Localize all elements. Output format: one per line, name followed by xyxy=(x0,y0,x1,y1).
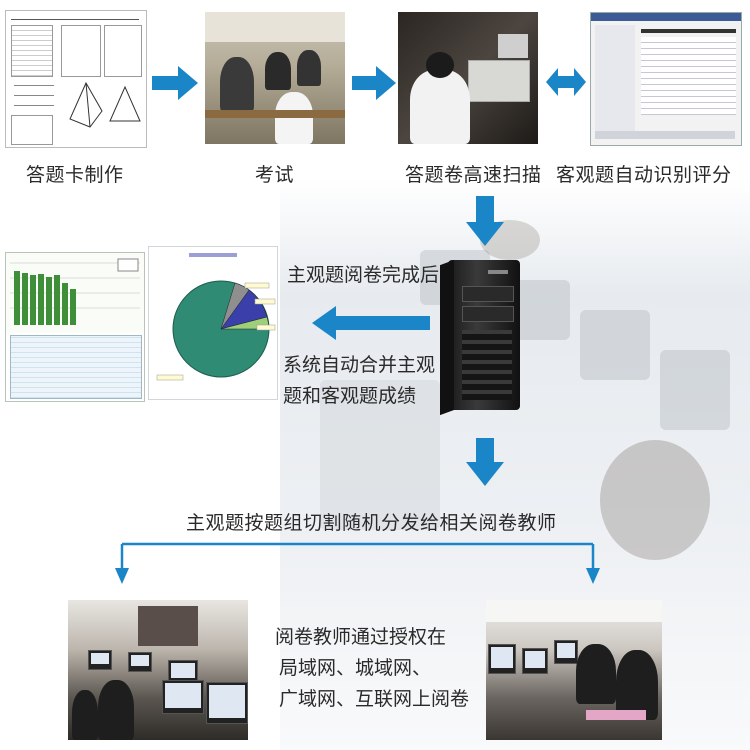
arrow-right-icon xyxy=(352,66,396,100)
monitor xyxy=(206,682,248,724)
student-figure xyxy=(265,52,291,90)
merge-caption-line3: 题和客观题成绩 xyxy=(283,385,417,407)
arrow-down-icon xyxy=(115,568,129,584)
operator-head xyxy=(426,52,454,78)
operator-figure xyxy=(410,70,470,144)
drive-bay xyxy=(462,286,514,302)
geometry-figure xyxy=(109,85,141,122)
monitor xyxy=(128,652,152,672)
desk xyxy=(205,110,345,118)
chart-legend xyxy=(117,258,139,272)
grading-lab-photo-right xyxy=(486,600,662,740)
desk-item xyxy=(586,710,646,720)
monitor xyxy=(498,34,528,58)
sidebar xyxy=(595,25,635,137)
monitor xyxy=(554,640,578,664)
merge-caption-line1: 主观题阅卷完成后 xyxy=(287,264,440,286)
monitor xyxy=(88,650,112,670)
step-label-exam: 考试 xyxy=(255,164,295,186)
bar-chart xyxy=(6,253,144,333)
teachers-caption-line3: 广域网、互联网上阅卷 xyxy=(279,688,470,710)
distribution-connector xyxy=(115,542,600,584)
arrow-down-icon xyxy=(466,196,504,246)
window-titlebar xyxy=(591,13,741,21)
bg-monitor xyxy=(510,280,570,340)
arrow-down-icon xyxy=(466,438,504,486)
arrow-left-icon xyxy=(312,306,430,340)
pie-chart-image xyxy=(148,246,278,400)
exam-photo xyxy=(205,12,345,144)
ceiling xyxy=(486,600,662,622)
distribution-caption: 主观题按题组切割随机分发给相关阅卷教师 xyxy=(186,512,557,534)
teacher-figure xyxy=(72,690,98,740)
step-label-auto-scoring: 客观题自动识别评分 xyxy=(556,164,732,186)
scoring-screenshot xyxy=(590,12,742,146)
scanner-device xyxy=(468,60,530,102)
results-chart-image xyxy=(5,252,145,402)
window xyxy=(138,606,198,646)
highlight-row xyxy=(641,29,736,33)
server-logo xyxy=(488,270,508,274)
monitor xyxy=(488,644,516,674)
pie-slice-gray xyxy=(220,282,250,330)
teacher-figure xyxy=(616,650,658,720)
results-table xyxy=(10,335,142,399)
server-side xyxy=(440,260,454,416)
status-bar xyxy=(595,131,735,139)
step-label-scanning: 答题卷高速扫描 xyxy=(405,164,542,186)
pie-chart xyxy=(156,253,276,381)
student-figure xyxy=(297,50,321,86)
answer-sheet-image xyxy=(5,10,147,148)
geometry-figure xyxy=(69,81,103,128)
teachers-caption-line1: 阅卷教师通过授权在 xyxy=(275,626,447,648)
drive-bay xyxy=(462,306,514,322)
teachers-caption-line2: 局域网、城域网、 xyxy=(279,657,432,679)
bg-panel xyxy=(320,380,440,530)
classroom-wall xyxy=(205,12,345,42)
grading-lab-photo-left xyxy=(68,600,248,740)
monitor xyxy=(522,648,548,674)
arrow-down-icon xyxy=(586,568,600,584)
bg-monitor xyxy=(660,350,730,430)
scanning-photo xyxy=(398,12,538,144)
arrow-double-icon xyxy=(546,68,586,96)
drive-cage xyxy=(462,330,512,400)
teacher-figure xyxy=(576,644,616,704)
teacher-figure xyxy=(98,680,134,740)
bg-person xyxy=(600,440,710,560)
student-figure xyxy=(220,57,254,112)
merge-caption-line2: 系统自动合并主观 xyxy=(283,354,436,376)
arrow-right-icon xyxy=(152,66,198,100)
data-grid xyxy=(641,37,736,115)
step-label-answer-sheet: 答题卡制作 xyxy=(26,164,124,186)
bg-monitor xyxy=(580,310,650,380)
server-icon xyxy=(440,256,526,416)
student-figure xyxy=(275,92,313,144)
monitor xyxy=(162,680,204,714)
